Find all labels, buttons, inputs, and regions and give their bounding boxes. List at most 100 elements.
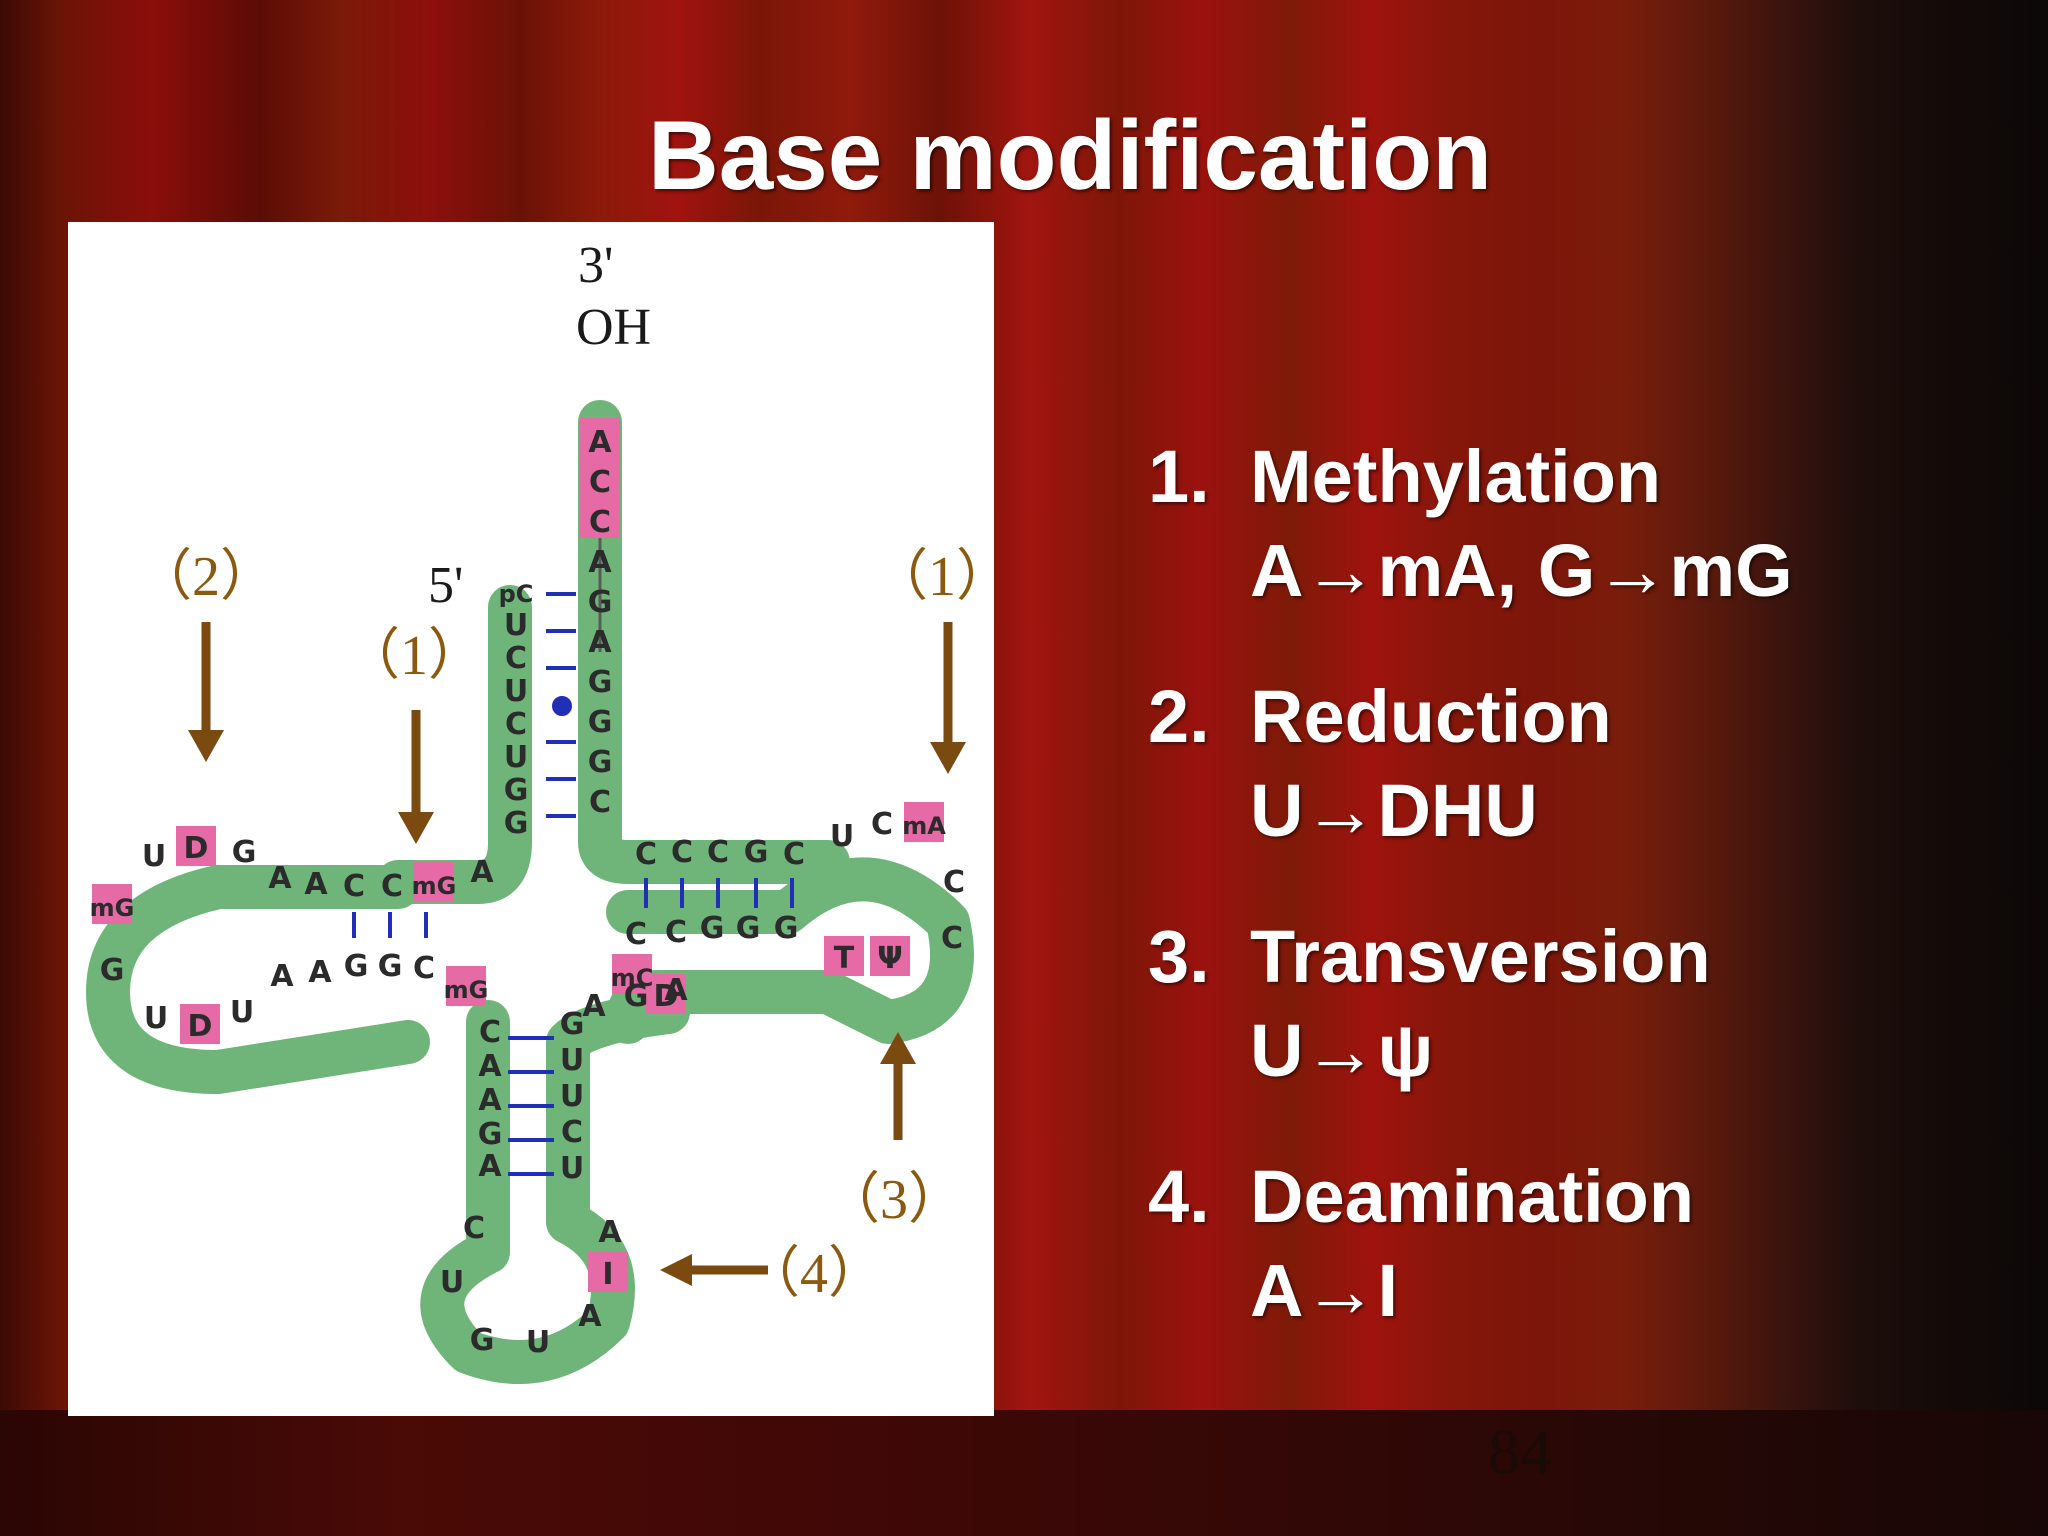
nucleotide-acceptor-3: A (588, 425, 612, 460)
nucleotide-anticodon-arm: U (560, 1151, 584, 1186)
nucleotide-d-arm: G (232, 835, 257, 870)
pointer-arrow-head (188, 730, 224, 762)
nucleotide-acceptor-3: A (588, 545, 612, 580)
nucleotide-anticodon-arm: C (561, 1115, 583, 1150)
nucleotide-d-arm: mG (412, 872, 457, 900)
nucleotide-d-arm: C (343, 869, 365, 904)
cca-tail-highlight (580, 418, 620, 458)
slide-title: Base modification (647, 100, 1493, 210)
modified-base-highlight (904, 802, 944, 842)
modified-base-highlight (92, 884, 132, 924)
five-prime-label: 5' (428, 557, 463, 614)
nucleotide-anticodon-arm: C (463, 1211, 485, 1246)
nucleotide-d-arm: mG (444, 976, 489, 1004)
nucleotide-acceptor-5: U (504, 674, 528, 709)
nucleotide-d-arm: A (308, 955, 332, 990)
nucleotide-t-arm: mC (611, 964, 654, 992)
nucleotide-t-arm: C (941, 921, 963, 956)
nucleotide-d-arm: C (413, 951, 435, 986)
item-number: 4. (1148, 1155, 1210, 1238)
nucleotide-anticodon-arm: A (478, 1149, 502, 1184)
modified-base-highlight (446, 966, 486, 1006)
nucleotide-t-arm: Ψ (877, 941, 903, 976)
item-number: 1. (1148, 435, 1210, 518)
nucleotide-acceptor-5: G (504, 806, 529, 841)
nucleotide-anticodon-arm: A (478, 1049, 502, 1084)
modification-item: 4. Deamination A→I (1148, 1150, 1948, 1338)
nucleotide-t-arm: C (635, 837, 657, 872)
nucleotide-anticodon-arm: G (478, 1117, 503, 1152)
nucleotide-d-arm: A (268, 861, 292, 896)
nucleotide-acceptor-3: C (589, 785, 611, 820)
pointer-label: （3） (824, 1169, 964, 1231)
modification-reaction: A→I (1250, 1249, 1398, 1332)
nucleotide-d-arm: A (470, 855, 494, 890)
nucleotide-d-arm: mG (90, 894, 135, 922)
nucleotide-anticodon-arm: G (560, 1007, 585, 1042)
pointer-arrow-head (880, 1032, 916, 1064)
five-prime-strand-body (376, 585, 532, 904)
nucleotide-t-arm: mA (902, 812, 946, 840)
modification-item: 1. Methylation A→mA, G→mG (1148, 430, 1948, 618)
nucleotide-d-arm: A (270, 959, 294, 994)
nucleotide-d-arm: A (304, 867, 328, 902)
nucleotide-t-arm: G (736, 911, 761, 946)
modified-base-highlight (588, 1252, 628, 1292)
nucleotide-d-arm: D (188, 1009, 213, 1044)
nucleotide-t-arm: D (654, 979, 679, 1014)
item-number: 3. (1148, 915, 1210, 998)
item-number: 2. (1148, 675, 1210, 758)
nucleotide-d-arm: G (378, 949, 403, 984)
nucleotide-t-arm: C (871, 807, 893, 842)
pointer-label: （2） (136, 546, 276, 608)
modification-name: Methylation (1250, 435, 1662, 518)
nucleotide-t-arm: U (830, 819, 854, 854)
nucleotide-acceptor-5: G (504, 773, 529, 808)
nucleotide-anticodon-arm: C (479, 1015, 501, 1050)
nucleotide-d-arm: G (344, 949, 369, 984)
nucleotide-acceptor-3: C (589, 465, 611, 500)
pointer-label: （1） (344, 625, 484, 687)
nucleotide-anticodon-arm: U (440, 1265, 464, 1300)
nucleotide-t-arm: C (943, 865, 965, 900)
nucleotide-acceptor-3: G (588, 705, 613, 740)
pointer-arrow-head (930, 742, 966, 774)
nucleotide-anticodon-arm: I (602, 1257, 613, 1292)
nucleotide-acceptor-3: C (589, 505, 611, 540)
page-number: 84 (1488, 1416, 1552, 1487)
hydroxyl-label: OH (576, 299, 651, 356)
modification-name: Reduction (1250, 675, 1612, 758)
modified-base-highlight (870, 936, 910, 976)
modification-reaction: U→DHU (1250, 769, 1538, 852)
nucleotide-anticodon-arm: A (578, 1299, 602, 1334)
modified-base-highlight (414, 862, 454, 902)
nucleotide-d-arm: C (381, 869, 403, 904)
nucleotide-t-arm: G (774, 911, 799, 946)
nucleotide-d-arm: G (100, 953, 125, 988)
nucleotide-d-arm: U (144, 1001, 168, 1036)
nucleotide-t-arm: C (707, 835, 729, 870)
nucleotide-t-arm: C (671, 835, 693, 870)
nucleotide-acceptor-3: G (588, 745, 613, 780)
nucleotide-d-arm: U (142, 839, 166, 874)
nucleotide-anticodon-arm: U (560, 1043, 584, 1078)
anticodon-arm-body (420, 990, 690, 1384)
nucleotide-anticodon-arm: G (470, 1323, 495, 1358)
nucleotide-d-arm: D (184, 831, 209, 866)
modified-base-highlight (612, 954, 652, 994)
d-loop-body (86, 865, 430, 1094)
nucleotide-anticodon-arm: A (598, 1215, 622, 1250)
nucleotide-acceptor-3: A (588, 625, 612, 660)
nucleotide-acceptor-5: U (504, 608, 528, 643)
nucleotide-acceptor-5: C (505, 707, 527, 742)
modification-name: Transversion (1250, 915, 1711, 998)
nucleotide-acceptor-5: pC (499, 580, 534, 608)
stage-floor (0, 1410, 2048, 1536)
modified-base-highlight (176, 826, 216, 866)
modification-reaction: U→ψ (1250, 1009, 1434, 1092)
nucleotide-t-arm: T (834, 941, 855, 976)
nucleotide-acceptor-5: U (504, 740, 528, 775)
modified-base-highlight (180, 1004, 220, 1044)
